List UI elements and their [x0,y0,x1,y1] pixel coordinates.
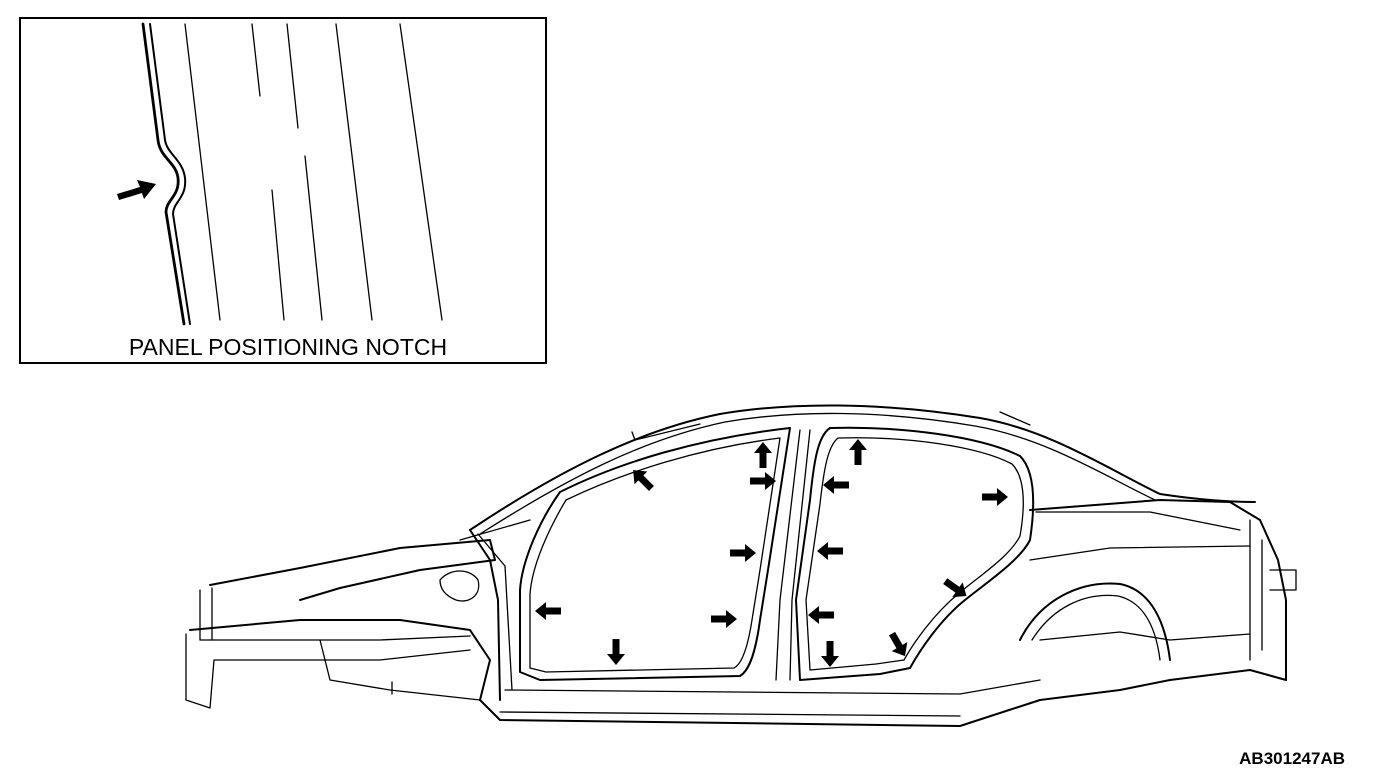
arrow-icon-e [823,476,849,494]
arrow-icon-j [535,602,561,620]
roof-drip-front [631,423,701,441]
rear-door-opening-inner [805,437,1024,671]
front-door-opening-inner [529,437,781,673]
front-apron-upper [209,539,496,601]
rocker-outer [479,699,1041,727]
flange-edge-outer [141,22,186,326]
front-side-member-2 [199,635,471,641]
positioning-arrows [535,439,1008,667]
flange-edge-inner [149,23,191,325]
front-bulkhead [199,587,213,641]
arrow-icon-a [633,470,654,491]
front-door-opening-outer [519,427,791,681]
front-apron-lower [189,619,491,701]
arrow-icon-b [754,442,772,468]
rear-quarter-upper [1029,499,1287,681]
strut-tower [439,570,480,602]
roof-inner [479,412,1156,535]
arrow-icon-c [750,472,776,490]
a-pillar-base [469,529,501,701]
rear-lower [1039,669,1287,701]
arrow-icon-f [982,488,1008,506]
panel-line-3 [271,189,285,321]
rear-wheel-arch [1019,582,1171,661]
arrow-icon-k [711,610,737,628]
panel-line-7 [399,23,443,321]
arrow-icon-n [821,641,839,667]
panel-line-2 [251,23,261,97]
front-side-member [185,633,471,709]
b-pillar-front [775,429,801,681]
arrow-icon-l [808,606,834,624]
rear-door-opening-outer [795,426,1035,681]
a-pillar-inner [477,533,513,691]
arrow-icon-g [730,544,756,562]
rear-wheel-arch-inner [1031,594,1161,661]
arrow-icon-h [817,542,843,560]
figure-code: AB301247AB [1239,749,1345,768]
panel-line-5 [304,155,323,321]
panel-line-4 [286,23,299,129]
rear-quarter-belt [1035,511,1241,531]
arrow-icon-m [607,639,625,665]
rear-quarter-crease [1029,545,1251,561]
inset-detail: PANEL POSITIONING NOTCH [19,17,547,364]
rocker-inner [504,679,1041,695]
cowl-top [459,519,531,541]
arrow-icon-o [888,631,908,657]
arrow-icon-d [849,439,867,465]
panel-line-6 [335,23,373,321]
rocker-lower [499,711,961,717]
inset-caption: PANEL POSITIONING NOTCH [129,334,447,360]
panel-line-1 [184,23,221,321]
b-pillar-rear [789,429,811,681]
vehicle-body-side [185,404,1297,727]
roof-drip-rear [999,411,1031,426]
front-lower-rail [319,639,481,701]
rear-floor-rail [1039,631,1251,641]
roof-outer [469,404,1256,531]
notch-arrow-icon [117,180,156,200]
rear-end-panel [1249,519,1297,661]
arrow-icon-i [943,578,967,598]
